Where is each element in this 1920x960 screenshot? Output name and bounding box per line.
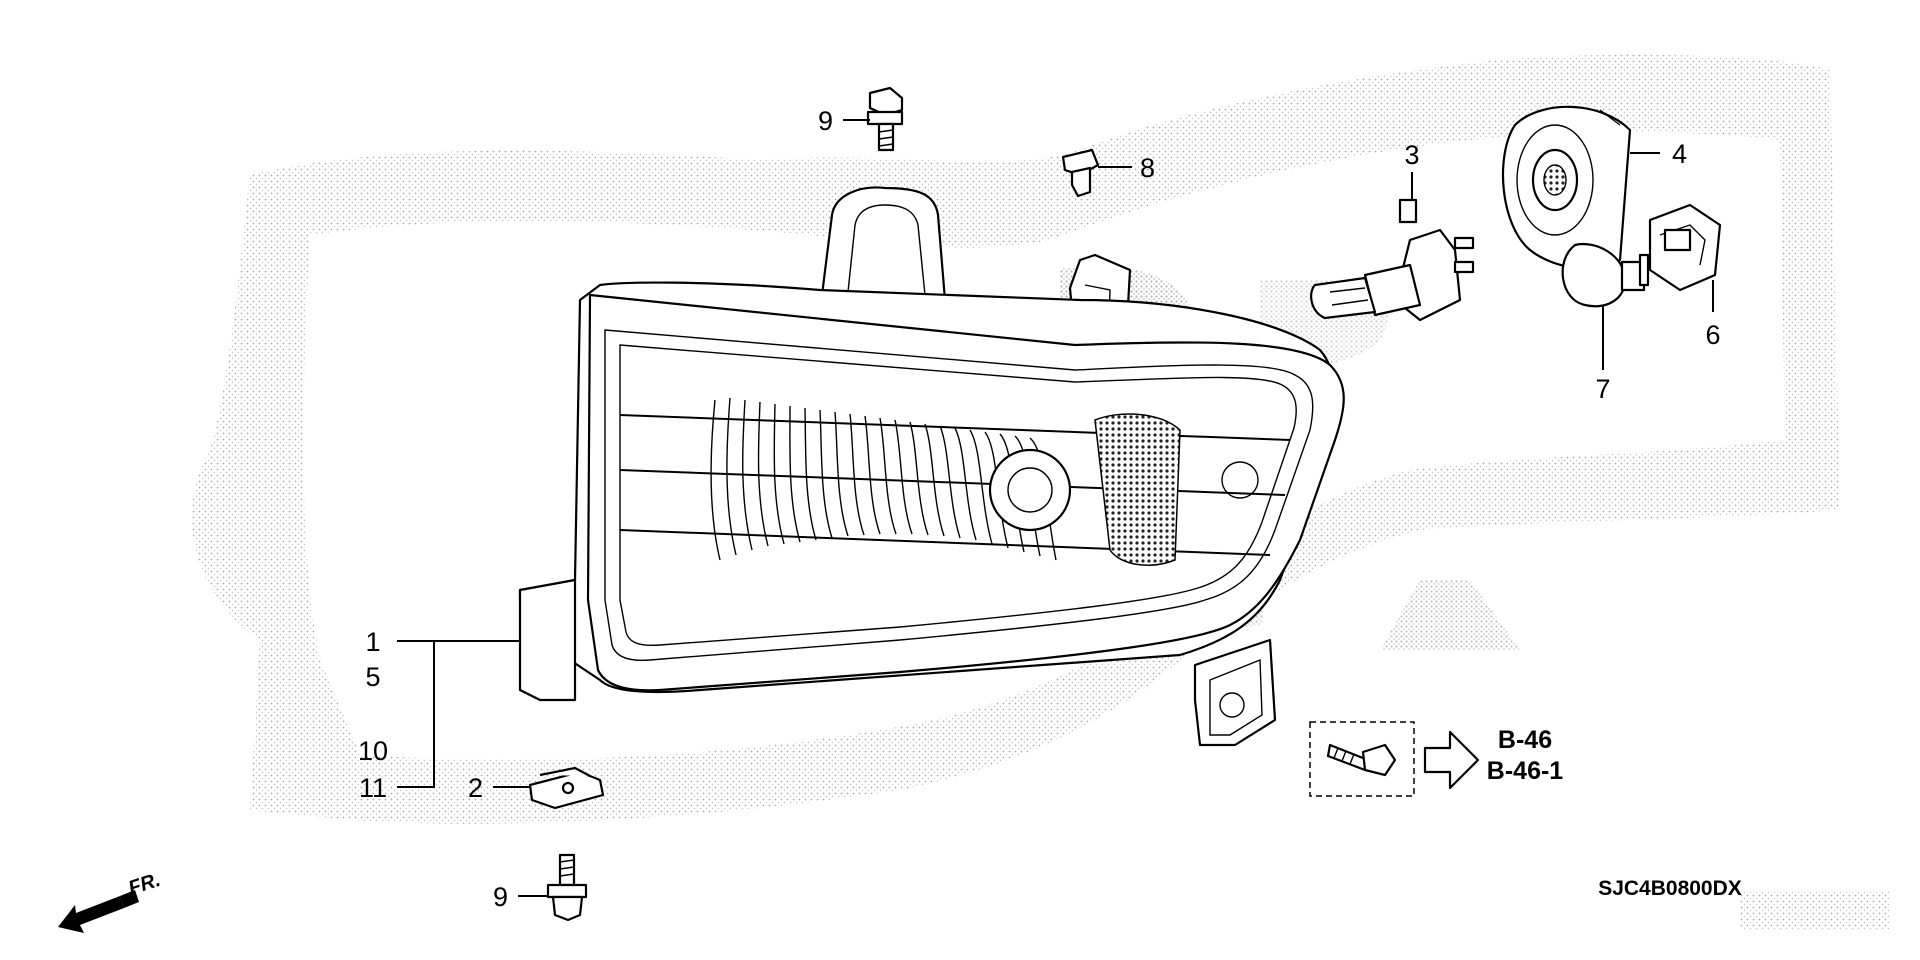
- reference-secondary: B-46-1: [1487, 757, 1564, 785]
- bolt-bottom: [546, 853, 588, 922]
- callout-3: 3: [1404, 140, 1419, 170]
- diagram-code: SJC4B0800DX: [1598, 877, 1742, 900]
- callout-2: 2: [468, 773, 483, 803]
- front-direction-indicator: FR.: [58, 869, 163, 933]
- callout-9-top: 9: [818, 106, 833, 136]
- callout-7: 7: [1595, 374, 1610, 404]
- reference-primary: B-46: [1498, 726, 1552, 754]
- leader-lines: [397, 119, 1714, 897]
- callout-1: 1: [365, 627, 380, 657]
- front-label: FR.: [126, 869, 163, 900]
- spring-nut: [528, 766, 605, 810]
- reference-box: [1309, 721, 1480, 797]
- bulb-h4: [1310, 198, 1475, 322]
- bulb-socket-cover: [1501, 105, 1632, 270]
- headlight-assembly: [518, 186, 1345, 747]
- callout-10: 10: [358, 736, 388, 766]
- bulb-socket: [1648, 203, 1722, 292]
- callout-9-bottom: 9: [493, 882, 508, 912]
- turn-bulb: [1561, 242, 1650, 308]
- bolt-top: [866, 86, 904, 152]
- callout-5: 5: [365, 662, 380, 692]
- callout-6: 6: [1705, 320, 1720, 350]
- callout-11: 11: [359, 773, 387, 803]
- reference-arrow-icon: [1423, 730, 1480, 790]
- front-arrow-icon: [58, 896, 124, 933]
- clip: [1061, 148, 1100, 198]
- callouts: 1 5 10 11 2 3 4 6 7 8 9 9: [358, 106, 1721, 912]
- callout-4: 4: [1672, 139, 1687, 169]
- callout-8: 8: [1140, 153, 1155, 183]
